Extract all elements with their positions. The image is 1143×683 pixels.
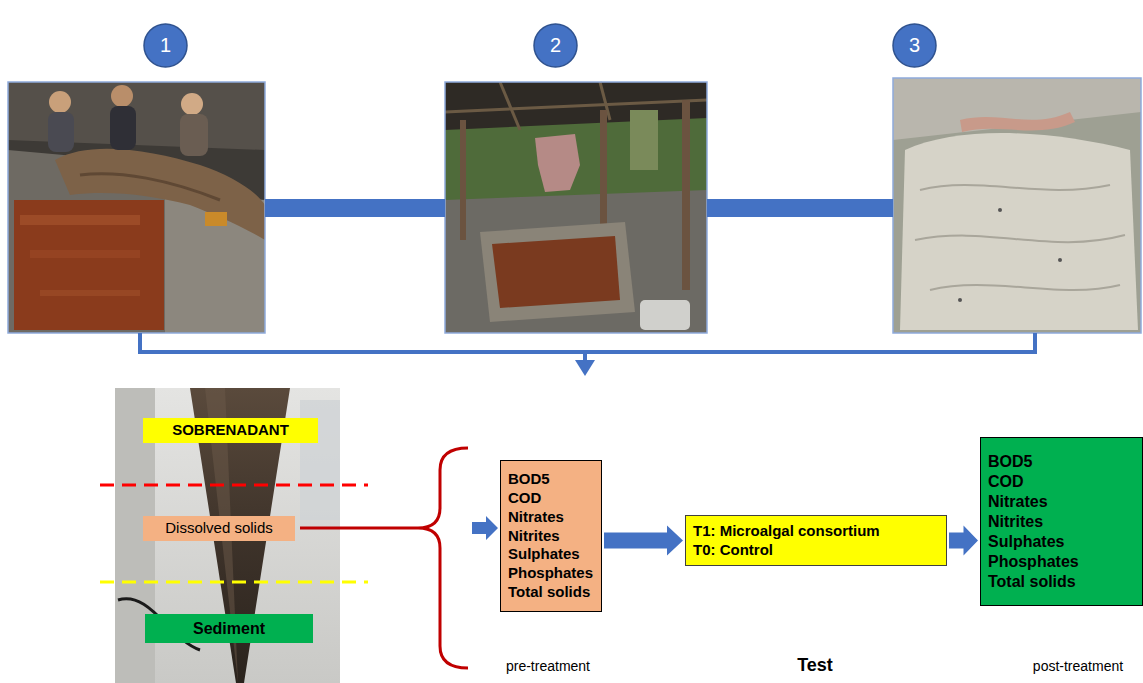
circle-outline [534, 24, 577, 67]
node-text: 1 [160, 33, 171, 58]
tannery-photo [893, 78, 1141, 333]
tannery-photo [500, 82, 520, 130]
tannery-photo [998, 208, 1002, 212]
parameter-box: BOD5CODNitratesNitritesSulphatesPhosphat… [980, 437, 1143, 606]
tannery-photo [445, 82, 707, 333]
stage-label: post-treatment [1033, 658, 1123, 674]
tannery-photo [14, 200, 164, 330]
tannery-photo [1058, 258, 1062, 262]
node-text: Sulphates [508, 545, 580, 564]
parameter-box: BOD5CODNitratesNitritesSulphatesPhosphat… [500, 460, 602, 612]
layer-label: Dissolved solids [143, 516, 295, 541]
tannery-photo [181, 93, 203, 115]
tannery-photo [180, 114, 208, 156]
photo-connector [265, 199, 445, 217]
tannery-photo [110, 106, 136, 150]
tannery-photo [958, 298, 962, 302]
node-text: Nitrites [508, 527, 560, 546]
tannery-photo [49, 91, 71, 113]
stage-label: pre-treatment [506, 658, 590, 674]
tannery-photo [111, 85, 133, 107]
node-text: Nitrates [988, 492, 1048, 512]
node-text: COD [988, 472, 1024, 492]
step-number: 3 [892, 23, 937, 68]
tannery-photo [682, 100, 690, 290]
node-text: COD [508, 489, 541, 508]
circle-outline [144, 24, 187, 67]
node-text: Sulphates [988, 532, 1064, 552]
tannery-photo [205, 212, 227, 226]
imhoff-cone-photo [115, 388, 340, 683]
node-text: T0: Control [693, 541, 773, 560]
flow-arrow [604, 526, 683, 556]
tannery-photo [920, 185, 1110, 190]
node-text: BOD5 [988, 452, 1032, 472]
node-text: Nitrates [508, 508, 564, 527]
tannery-photo [8, 82, 265, 333]
tannery-photo [960, 112, 1075, 132]
tannery-photo [893, 78, 1141, 333]
tannery-photo [445, 82, 707, 130]
layer-boundary [100, 581, 368, 584]
tannery-photo [480, 222, 635, 322]
node-text: Total solids [508, 583, 590, 602]
tannery-photo [445, 82, 707, 333]
circle-outline [893, 24, 936, 67]
tannery-photo [445, 190, 707, 333]
node-text: Sediment [193, 619, 265, 639]
tannery-photo [30, 250, 140, 258]
tannery-photo [930, 285, 1120, 290]
tannery-photo [8, 82, 265, 333]
flow-arrow [949, 526, 978, 556]
node-text: 3 [909, 33, 920, 58]
curly-bracket [418, 448, 468, 668]
tannery-photo [900, 133, 1138, 330]
node-text: SOBRENADANT [172, 421, 289, 440]
layer-label: Sediment [145, 614, 313, 643]
merge-arrow [575, 360, 595, 376]
block-arrow [472, 516, 498, 540]
step-number: 1 [143, 23, 188, 68]
tannery-photo [445, 82, 707, 333]
tannery-photo [893, 78, 1141, 333]
merge-bracket [140, 333, 1035, 352]
tannery-photo [55, 149, 265, 240]
tannery-photo [20, 215, 140, 225]
tannery-photo [915, 235, 1125, 242]
node-text: Total solids [988, 572, 1076, 592]
treatment-box: T1: Microalgal consortiumT0: Control [685, 515, 947, 566]
node-text: T1: Microalgal consortium [693, 522, 880, 541]
node-text: Phosphates [508, 564, 593, 583]
imhoff-cone-photo [115, 388, 340, 683]
node-text: Phosphates [988, 552, 1079, 572]
node-text: BOD5 [508, 470, 550, 489]
stage-label: Test [797, 655, 833, 676]
layer-boundary [100, 484, 368, 487]
tannery-photo [535, 134, 580, 192]
leader-line [300, 527, 418, 530]
node-text: Dissolved solids [165, 519, 273, 538]
tannery-photo [460, 120, 466, 240]
node-text: 2 [550, 33, 561, 58]
tannery-photo [80, 174, 220, 200]
tannery-photo [630, 110, 658, 170]
tannery-photo [445, 100, 707, 112]
photo-connector [707, 199, 893, 217]
node-text: Nitrites [988, 512, 1043, 532]
layer-label: SOBRENADANT [143, 418, 318, 443]
tannery-photo [640, 300, 690, 330]
tannery-photo [8, 82, 265, 333]
tannery-photo [40, 290, 140, 296]
step-number: 2 [533, 23, 578, 68]
tannery-photo [893, 78, 1141, 140]
tannery-photo [8, 82, 265, 150]
tannery-photo [48, 112, 74, 152]
tannery-photo [492, 236, 620, 308]
